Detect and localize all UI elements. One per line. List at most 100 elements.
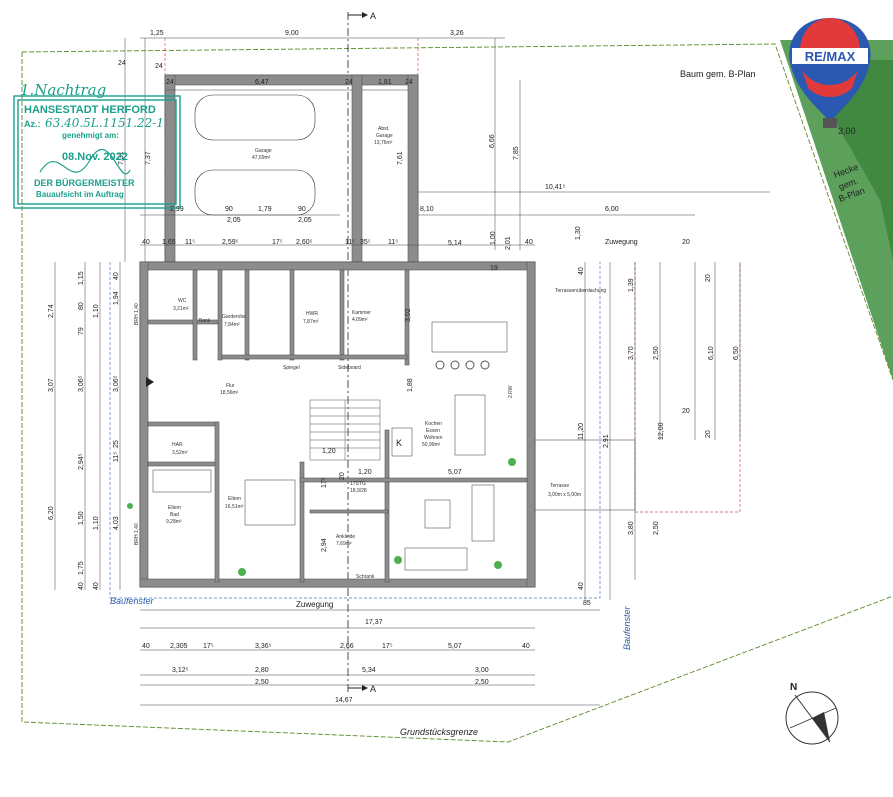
bottom-r2-2: 5,34 (362, 667, 376, 674)
dim-205b: 2,05 (298, 217, 312, 224)
baum-label: Baum gem. B-Plan (680, 69, 756, 79)
bottom-r1-7: 40 (522, 643, 530, 650)
right-r1-1: 1,39 (628, 278, 635, 292)
room-stg-name: 17STG (350, 481, 366, 487)
inner-d17: 17⁵ (321, 477, 328, 488)
stamp-mayor: DER BÜRGERMEISTER (34, 178, 135, 188)
room-flur-name: Flur (226, 383, 235, 389)
bottom-total-1737: 17,37 (365, 619, 383, 626)
dim-garage-width: 6,47 (255, 79, 269, 86)
remax-balloon-logo: RE/MAX (789, 18, 871, 128)
room-kammer-area: 4,09m² (352, 317, 368, 323)
left-c2-5: 1,50 (78, 511, 85, 525)
room-stg-area: 18,9/28 (350, 488, 367, 494)
dim-205a: 2,05 (227, 217, 241, 224)
hecke-dim: 3,00 (838, 126, 856, 136)
baufenster-right: Baufenster (622, 605, 632, 650)
schrank-label: Schrank (356, 574, 375, 580)
staircase (309, 399, 381, 461)
dim-201: 2,01 (505, 236, 512, 250)
bottom-r1-4: 2,66 (340, 643, 354, 650)
section-marker-bottom: A (370, 684, 376, 694)
inner-d294: 2,94 (321, 538, 328, 552)
left-c1-2: 6,20 (48, 506, 55, 520)
right-r2-0: 2,50 (653, 346, 660, 360)
entrance-arrow (146, 377, 154, 387)
row-dim-6: 11⁵ (345, 239, 355, 246)
row-dim-2: 11⁵ (185, 239, 195, 246)
bottom-r2-0: 3,12⁵ (172, 667, 189, 674)
right-r5-0: 6,50 (733, 346, 740, 360)
bottom-r3-1: 2,50 (475, 679, 489, 686)
grenze-label: Grundstücksgrenze (400, 727, 478, 737)
room-hwr-name: HWR (306, 311, 318, 317)
room-bank: Bank (199, 318, 211, 324)
dim-19: 19 (490, 265, 498, 272)
bottom-r2-3: 3,00 (475, 667, 489, 674)
room-kammer-name: Kammer (352, 310, 371, 316)
dim-130: 1,30 (575, 226, 582, 240)
room-kochen-2: Essen (426, 428, 440, 434)
bottom-r1-5: 17⁵ (382, 643, 393, 650)
dim-810: 8,10 (420, 206, 434, 213)
row-dim-8: 11⁵ (388, 239, 398, 246)
bottom-r1-1: 2,305 (170, 643, 188, 650)
left-c2-2: 79 (78, 327, 85, 335)
approval-stamp: 1.Nachtrag HANSESTADT HERFORD Az.: 63.40… (13, 81, 181, 209)
right-r1-2: 3,70 (628, 346, 635, 360)
terrassenueberdachung: Terrassenüberdachung (555, 288, 606, 294)
bottom-r1-6: 5,07 (448, 643, 462, 650)
row-dim-7: 35⁵ (360, 239, 371, 246)
zuwegung-top: Zuwegung (605, 239, 638, 246)
bottom-r1-0: 40 (142, 643, 150, 650)
dim-514: 5,14 (448, 240, 462, 247)
terrasse-size: 3,00m x 5,00m (548, 492, 581, 498)
dim-90a: 90 (225, 206, 233, 213)
bottom-r1-2: 17⁵ (203, 643, 214, 650)
room-har-area: 3,52m² (172, 450, 188, 456)
dim-900: 9,00 (285, 30, 299, 37)
room-bad-name1: Eltern (168, 505, 181, 511)
remax-logo-text: RE/MAX (805, 49, 856, 64)
baufenster-left: Baufenster (110, 596, 155, 606)
dim-abst-width: 1,81 (378, 79, 392, 86)
room-bad-name2: Bad (170, 512, 179, 518)
dim-731: 7,31 (118, 151, 125, 165)
left-c2-7: 40 (78, 582, 85, 590)
rw-label: 2.RW (508, 385, 514, 398)
room-kochen-area: 50,99m² (422, 442, 441, 448)
inner-d188: 1,88 (407, 378, 414, 392)
inner-d507: 5,07 (448, 469, 462, 476)
parents-bed (244, 479, 296, 526)
room-wc-name: WC (178, 298, 187, 304)
room-eltern-name: Eltern (228, 496, 241, 502)
stamp-by-order: Bauaufsicht im Auftrag (36, 190, 124, 199)
dim-100: 1,00 (490, 231, 497, 245)
lift-label: K (396, 438, 402, 448)
terrasse-label: Terrasse (550, 483, 569, 489)
brh-bottom: BRH 1,40 (134, 523, 140, 545)
left-c3-2: 40 (93, 582, 100, 590)
dim-20a: 20 (682, 239, 690, 246)
dim-666: 6,66 (489, 134, 496, 148)
room-wc-area: 3,21m² (173, 306, 189, 312)
room-abst-name2: Garage (376, 133, 393, 139)
dim-737: 7,37 (145, 151, 152, 165)
room-kochen-3: Wohnen (424, 435, 443, 441)
row-dim-1: 1,65 (162, 239, 176, 246)
left-c2-0: 1,15 (78, 271, 85, 285)
stamp-az-label: Az.: (24, 119, 41, 129)
room-abst-name1: Abst. (378, 126, 389, 132)
brh-top: BRH 1,40 (134, 303, 140, 325)
left-c1-0: 2,74 (48, 304, 55, 318)
right-r1-5: 40 (578, 582, 585, 590)
stamp-authority: HANSESTADT HERFORD (24, 104, 156, 116)
bottom-total-1467: 14,67 (335, 697, 353, 704)
left-c4-4: 25 (113, 440, 120, 448)
left-c4-5: 4,03 (113, 516, 120, 530)
dim-125: 1,25 (150, 30, 164, 37)
room-garderobe-name: Garderobe (222, 314, 246, 320)
zuwegung-bottom: Zuwegung (296, 600, 333, 609)
right-r1-4: 3,80 (628, 521, 635, 535)
right-r2-2: 2,50 (653, 521, 660, 535)
